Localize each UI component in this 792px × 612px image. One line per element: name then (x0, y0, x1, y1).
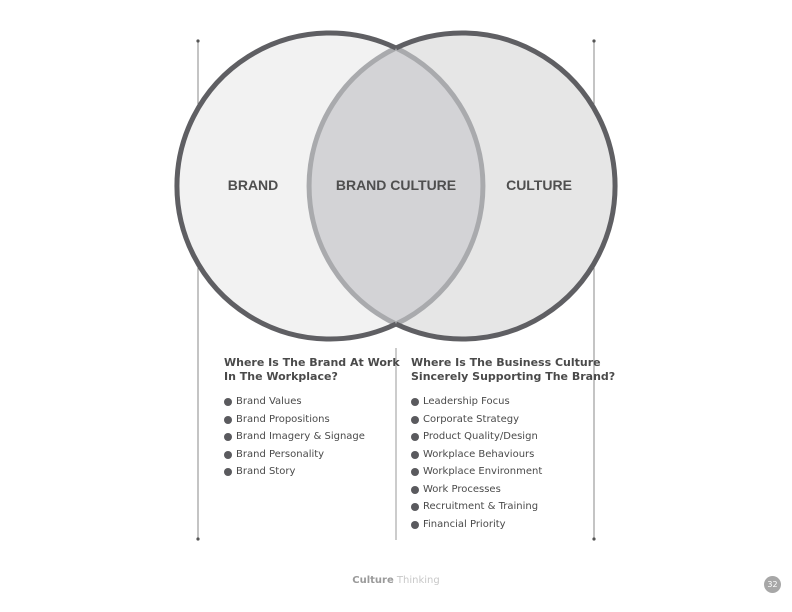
bullet-dot-icon (411, 503, 419, 511)
list-item: Product Quality/Design (411, 428, 596, 446)
list-item-label: Financial Priority (423, 518, 506, 530)
list-item-label: Brand Story (236, 466, 296, 477)
list-item: Brand Imagery & Signage (224, 428, 394, 446)
brand-label: BRAND (228, 177, 279, 193)
list-item: Brand Personality (224, 446, 394, 464)
right-guide-bottom-dot (592, 537, 596, 541)
brand-heading-line-2: In The Workplace? (224, 370, 338, 383)
bullet-dot-icon (411, 398, 419, 406)
bullet-dot-icon (224, 398, 232, 406)
list-item: Recruitment & Training (411, 498, 596, 516)
brand-column-heading: Where Is The Brand At Work In The Workpl… (224, 356, 400, 384)
list-item: Work Processes (411, 481, 596, 499)
page-number-badge: 32 (764, 576, 781, 593)
left-guide-top-dot (196, 39, 200, 43)
list-item-label: Recruitment & Training (423, 501, 539, 512)
list-item: Leadership Focus (411, 393, 596, 411)
footer-title-light: Thinking (396, 575, 440, 586)
culture-column: Where Is The Business Culture Sincerely … (411, 356, 616, 533)
bullet-dot-icon (411, 485, 419, 494)
list-item-label: Product Quality/Design (423, 431, 538, 442)
bullet-dot-icon (224, 468, 232, 476)
list-item: Workplace Behaviours (411, 446, 596, 464)
list-item: Workplace Environment (411, 463, 596, 481)
bullet-dot-icon (411, 415, 419, 424)
list-item: Brand Propositions (224, 411, 394, 429)
list-item-label: Brand Values (236, 396, 302, 407)
bullet-dot-icon (411, 433, 419, 441)
footer-title-strong: Culture (352, 575, 394, 586)
left-guide-bottom-dot (196, 537, 200, 541)
bullet-dot-icon (411, 450, 419, 459)
list-item-label: Work Processes (423, 483, 501, 495)
culture-list: Leadership Focus Corporate Strategy Prod… (411, 393, 596, 533)
bullet-dot-icon (411, 520, 419, 529)
bullet-dot-icon (224, 433, 232, 441)
left-circle-outline (174, 30, 398, 342)
list-item-label: Leadership Focus (423, 396, 510, 407)
list-item-label: Corporate Strategy (423, 413, 520, 425)
culture-column-heading: Where Is The Business Culture Sincerely … (411, 356, 616, 384)
right-guide-top-dot (592, 39, 596, 43)
brand-list: Brand Values Brand Propositions Brand Im… (224, 393, 394, 481)
bullet-dot-icon (224, 415, 232, 424)
right-circle-outline (394, 30, 618, 342)
list-item: Financial Priority (411, 516, 596, 534)
culture-heading-line-1: Where Is The Business Culture (411, 356, 601, 369)
footer-title: Culture Thinking (0, 575, 792, 587)
brand-culture-label: BRAND CULTURE (336, 177, 456, 193)
list-item-label: Workplace Behaviours (423, 448, 535, 460)
culture-label: CULTURE (506, 177, 572, 193)
list-item-label: Brand Propositions (236, 413, 330, 425)
culture-heading-line-2: Sincerely Supporting The Brand? (411, 370, 616, 383)
bullet-dot-icon (224, 450, 232, 459)
list-item: Corporate Strategy (411, 411, 596, 429)
list-item: Brand Values (224, 393, 394, 411)
brand-heading-line-1: Where Is The Brand At Work (224, 356, 400, 369)
list-item-label: Workplace Environment (423, 466, 543, 477)
list-item-label: Brand Imagery & Signage (236, 431, 365, 442)
list-item: Brand Story (224, 463, 394, 481)
list-item-label: Brand Personality (236, 448, 325, 460)
brand-column: Where Is The Brand At Work In The Workpl… (224, 356, 400, 481)
bullet-dot-icon (411, 468, 419, 476)
